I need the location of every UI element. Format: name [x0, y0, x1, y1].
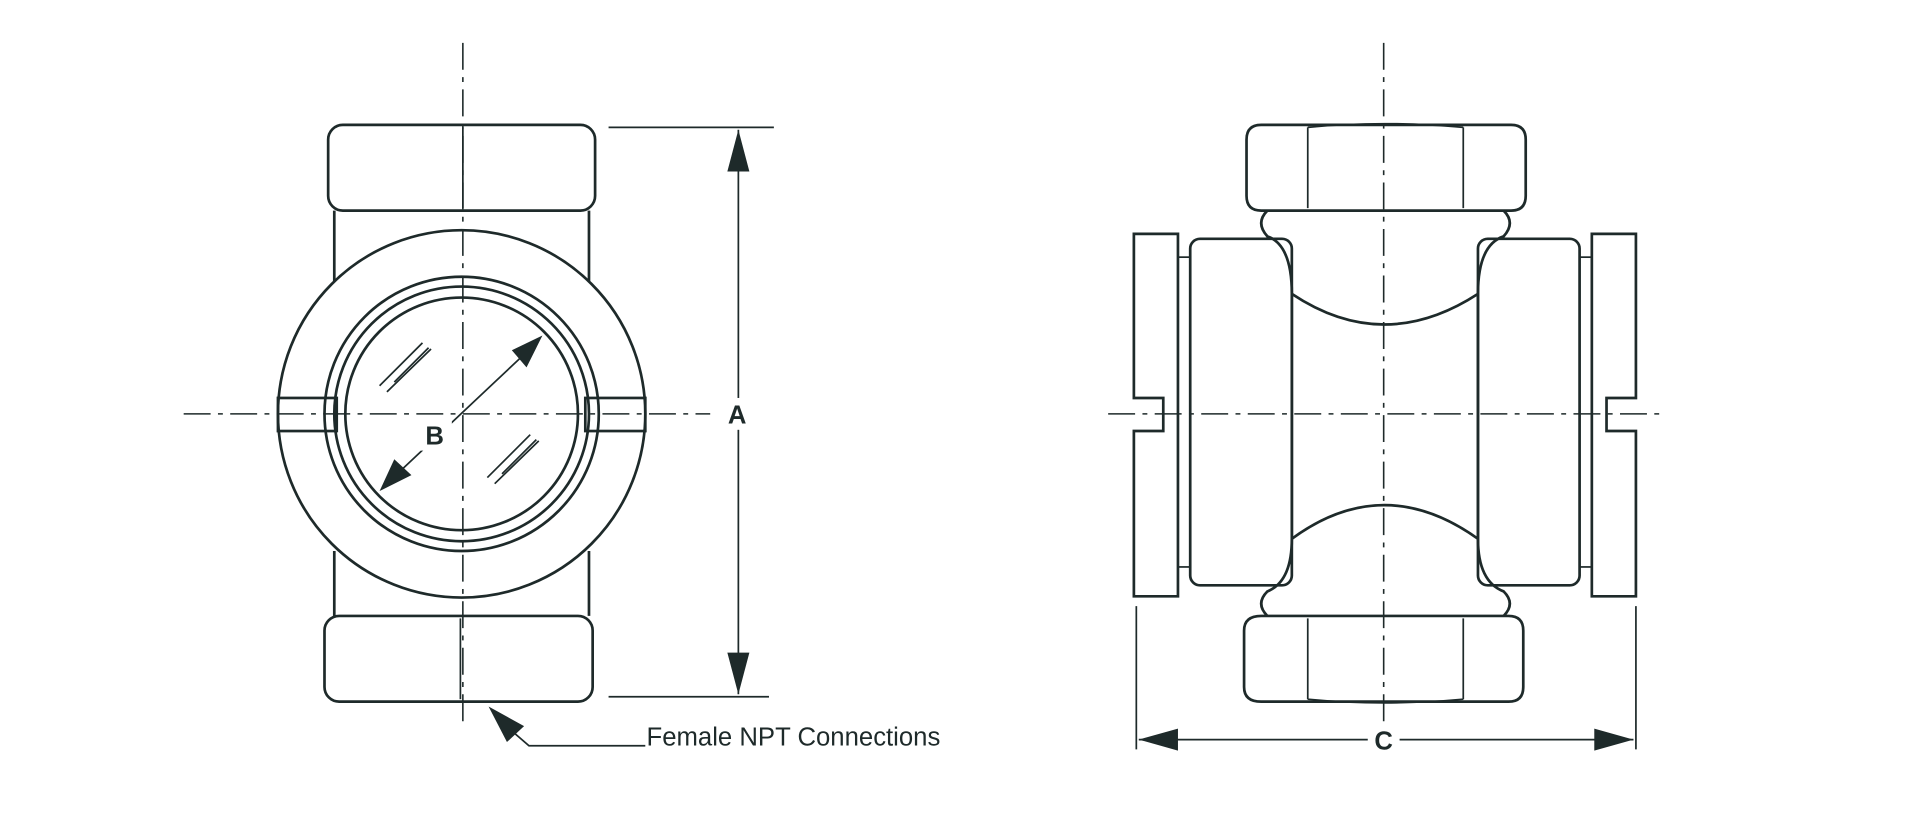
left-flange-body	[1188, 237, 1294, 587]
dimension-b-line	[388, 343, 536, 482]
left-slot	[276, 396, 339, 433]
body-saddle	[1291, 292, 1479, 540]
right-glass-cap	[1590, 232, 1638, 598]
bottom-hex-nut	[1242, 614, 1525, 703]
dimension-c-label: C	[1374, 727, 1393, 755]
front-view: B A Female NPT Connections	[183, 42, 941, 752]
body-outline	[332, 210, 591, 616]
arrow-head	[727, 129, 750, 172]
arrow-head	[488, 706, 525, 743]
callout-text: Female NPT Connections	[647, 724, 941, 752]
right-flange-body	[1476, 237, 1581, 587]
glass-window	[343, 296, 580, 532]
top-hex-nut	[1245, 123, 1528, 212]
arrow-head	[511, 335, 543, 368]
dimension-b-label: B	[425, 423, 444, 451]
side-view: C	[1108, 42, 1663, 756]
arrow-head	[1594, 728, 1634, 751]
left-glass-cap	[1132, 232, 1180, 598]
arrow-head	[727, 652, 750, 695]
top-hex-nut	[326, 123, 597, 212]
glass-reflection	[378, 342, 540, 485]
right-slot	[583, 396, 647, 433]
dimension-a-label: A	[728, 402, 747, 430]
arrow-head	[1138, 728, 1178, 751]
bottom-hex-nut	[323, 614, 594, 703]
retainer-ring	[323, 275, 601, 553]
arrow-head	[379, 459, 412, 492]
